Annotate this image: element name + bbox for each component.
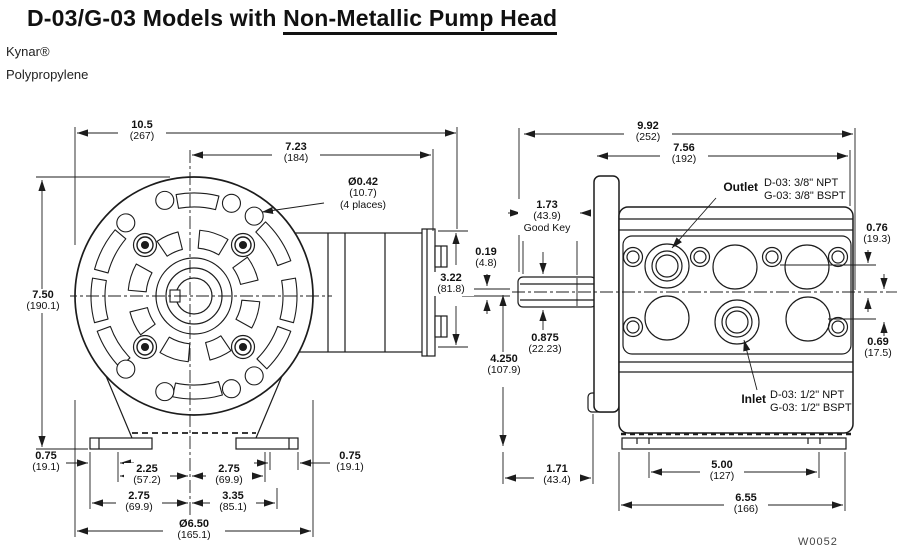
inlet-leader	[743, 339, 758, 391]
dim-foot-slot-spacing: 5.00(127)	[700, 459, 744, 484]
dim-centerline-to-base: 4.250(107.9)	[481, 353, 527, 378]
dim-shaft-diameter: 0.875(22.23)	[520, 332, 570, 357]
material-polypropylene: Polypropylene	[6, 67, 89, 82]
side-port-circles	[622, 243, 849, 345]
dim-inlet-offset: 0.69(17.5)	[856, 336, 900, 361]
dim-center-to-right: 7.23(184)	[272, 141, 320, 166]
title-underlined-part: Non-Metallic Pump Head	[283, 5, 558, 35]
dim-overall-width: 10.5(267)	[118, 119, 166, 144]
front-motor-face-details	[90, 190, 298, 402]
dim-center-to-left-foot: 2.75(69.9)	[116, 490, 162, 515]
drawing-number: W0052	[798, 536, 838, 548]
front-foot-left	[89, 437, 153, 450]
outlet-port	[644, 243, 690, 289]
side-base-plate	[621, 437, 847, 450]
dim-head-to-end: 7.56(192)	[660, 142, 708, 167]
dim-foot-tab-right: 0.75(19.1)	[330, 450, 370, 475]
inlet-port	[714, 299, 760, 345]
dim-centerline-offset: 0.19(4.8)	[466, 246, 506, 271]
outlet-leader	[671, 197, 717, 249]
dim-head-height: 3.22(81.8)	[428, 272, 474, 297]
dim-center-to-right-slot: 2.75(69.9)	[206, 463, 252, 488]
dim-good-key: 1.73(43.9)Good Key	[518, 199, 576, 235]
front-pump-head	[294, 228, 448, 357]
dim-flange-to-base: 1.71(43.4)	[534, 463, 580, 488]
dim-outlet-offset: 0.76(19.3)	[856, 222, 898, 247]
front-view	[64, 150, 448, 540]
side-mounting-flange	[593, 175, 620, 413]
dim-center-to-left-slot: 2.25(57.2)	[124, 463, 170, 488]
side-port-panel	[622, 235, 852, 355]
front-foot-right	[235, 437, 299, 450]
dim-base-diameter: Ø6.50(165.1)	[163, 518, 225, 543]
material-kynar: Kynar®	[6, 44, 50, 59]
side-view	[462, 175, 897, 450]
dim-base-length: 6.55(166)	[724, 492, 768, 517]
dim-foot-tab-left: 0.75(19.1)	[26, 450, 66, 475]
dim-overall-length: 9.92(252)	[624, 120, 672, 145]
outlet-label: Outlet	[710, 180, 758, 194]
page-title: D-03/G-03 Models with Non-Metallic Pump …	[27, 5, 558, 35]
note-mounting-holes: Ø0.42(10.7)(4 places)	[326, 176, 400, 212]
inlet-label: Inlet	[726, 392, 766, 406]
bolt-hole-leader	[261, 202, 325, 214]
dim-center-to-right-foot: 3.35(85.1)	[210, 490, 256, 515]
dim-overall-height: 7.50(190.1)	[16, 289, 70, 314]
front-view-dimensions	[36, 127, 468, 537]
